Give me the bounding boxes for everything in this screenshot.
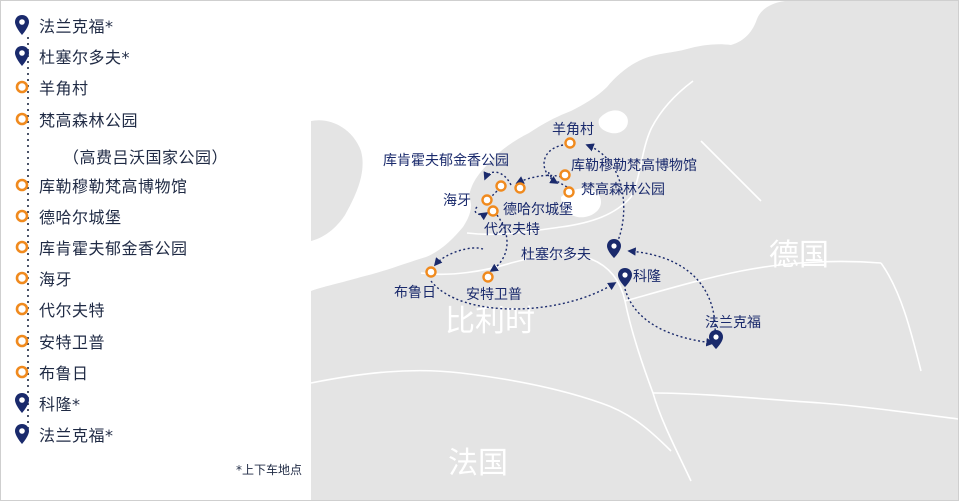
route-veluwe-kroller	[548, 170, 568, 188]
pin-icon	[15, 393, 29, 413]
legend-item-hague: 海牙	[15, 264, 72, 292]
legend-label: 库肯霍夫郁金香公园	[39, 239, 188, 258]
antwerp-marker	[482, 271, 494, 283]
pin-icon	[15, 15, 29, 35]
legend-label: 安特卫普	[39, 333, 106, 352]
legend-label: 梵高森林公园	[39, 111, 139, 130]
map-label-giethoorn: 羊角村	[552, 122, 594, 138]
country-label-germany: 德国	[769, 238, 829, 273]
keukenhof-marker-a	[495, 180, 507, 192]
legend-label: 法兰克福*	[39, 17, 114, 36]
map-label-keukenhof: 库肯霍夫郁金香公园	[383, 153, 509, 169]
hague-marker	[481, 194, 493, 206]
pin-icon	[15, 46, 29, 66]
legend-item-de-haar: 德哈尔城堡	[15, 202, 122, 230]
legend-label: 海牙	[39, 270, 73, 289]
legend-item-cologne: 科隆*	[15, 389, 81, 417]
route-cologne-frankfurt	[624, 288, 715, 347]
map-label-antwerp: 安特卫普	[466, 287, 522, 303]
map-label-bruges: 布鲁日	[394, 285, 436, 301]
ring-icon	[15, 271, 29, 285]
ring-icon	[15, 302, 29, 316]
ring-icon	[15, 178, 29, 192]
legend-label: 羊角村	[39, 79, 89, 98]
ring-markers	[425, 137, 576, 283]
legend-item-delft: 代尔夫特	[15, 295, 105, 323]
route-giethoorn-veluwe	[543, 144, 564, 184]
map-label-delft: 代尔夫特	[484, 222, 540, 238]
cologne-pin	[618, 268, 632, 287]
giethoorn-marker	[564, 137, 576, 149]
map-label-de-haar: 德哈尔城堡	[503, 202, 573, 218]
legend-label: 科隆*	[39, 395, 81, 414]
de-haar-marker	[487, 205, 499, 217]
legend-sub-label: （高费吕沃国家公园）	[63, 148, 229, 167]
pickup-note: *上下车地点	[235, 463, 302, 477]
legend-item-bruges: 布鲁日	[15, 358, 89, 386]
country-borders	[310, 80, 958, 482]
route-frankfurt-dusseldorf	[627, 247, 716, 336]
legend-item-kroller-muller: 库勒穆勒梵高博物馆	[15, 171, 188, 199]
legend-label: 库勒穆勒梵高博物馆	[39, 177, 188, 196]
frankfurt-pin	[709, 330, 723, 349]
map-label-kroller-muller: 库勒穆勒梵高博物馆	[571, 157, 697, 174]
legend-item-keukenhof: 库肯霍夫郁金香公园	[15, 233, 188, 261]
route-dusseldorf-giethoorn	[585, 143, 625, 252]
pin-icon	[15, 424, 29, 444]
land-area	[311, 1, 958, 500]
hoge-veluwe-marker	[563, 186, 575, 198]
dusseldorf-pin	[607, 239, 621, 258]
map-label-hague: 海牙	[443, 193, 471, 209]
ring-icon	[15, 240, 29, 254]
map-label-frankfurt: 法兰克福	[705, 315, 761, 331]
legend-item-antwerp: 安特卫普	[15, 327, 105, 355]
country-label-france: 法国	[448, 446, 508, 481]
legend-label: 代尔夫特	[39, 301, 106, 320]
ring-icon	[15, 365, 29, 379]
route-kroller-dehaar	[515, 174, 562, 184]
legend-label: 法兰克福*	[39, 426, 114, 445]
legend-item-frankfurt-start: 法兰克福*	[15, 11, 114, 39]
map-label-hoge-veluwe: 梵高森林公园	[581, 181, 665, 198]
water-bay-north	[598, 110, 628, 134]
route-dehaar-keukenhof	[483, 171, 512, 186]
ring-icon	[15, 334, 29, 348]
ring-icon	[15, 80, 29, 94]
ring-icon	[15, 209, 29, 223]
pin-markers	[607, 239, 723, 349]
legend-item-frankfurt-end: 法兰克福*	[15, 420, 114, 448]
route-hague-delft	[474, 206, 489, 221]
route-bruges-cologne	[430, 280, 617, 310]
land-area-uk	[311, 120, 363, 241]
country-label-belgium: 比利时	[445, 304, 535, 339]
bruges-marker	[425, 266, 437, 278]
keukenhof-marker-b	[514, 182, 526, 194]
kroller-muller-marker	[559, 169, 571, 181]
legend-item-hoge-veluwe: 梵高森林公园	[15, 105, 138, 133]
legend-label: 杜塞尔多夫*	[39, 48, 131, 67]
map-label-cologne: 科隆	[633, 269, 661, 285]
ring-icon	[15, 112, 29, 126]
map-label-dusseldorf: 杜塞尔多夫	[521, 246, 591, 263]
legend-label: 德哈尔城堡	[39, 208, 122, 227]
legend-item-dusseldorf: 杜塞尔多夫*	[15, 42, 130, 70]
legend-item-giethoorn: 羊角村	[15, 73, 89, 101]
route-lines	[430, 143, 716, 347]
legend-label: 布鲁日	[39, 364, 89, 383]
